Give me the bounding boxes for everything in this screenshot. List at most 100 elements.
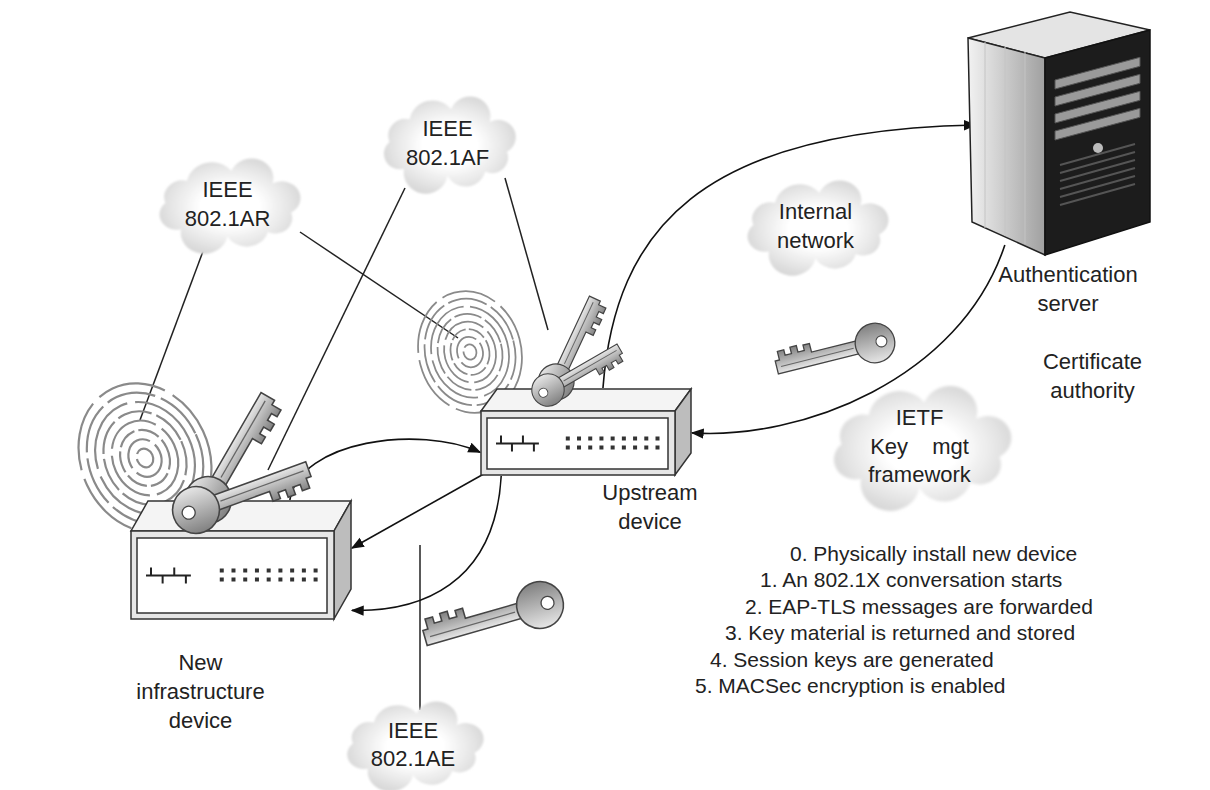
cloud-shape-path	[834, 386, 1011, 511]
cloud-label: IETF Key mgt framework	[867, 404, 973, 490]
port-dot	[622, 437, 626, 441]
side-line	[985, 42, 986, 228]
bus-tick	[522, 436, 524, 444]
fingerprint-ridge	[445, 325, 494, 379]
key-icon	[166, 447, 316, 540]
port-dot	[611, 446, 615, 450]
switch-art	[480, 388, 692, 476]
leader-line	[268, 188, 405, 470]
cloud-outline	[150, 160, 305, 250]
switch-art	[130, 500, 352, 620]
port-dot	[588, 437, 592, 441]
switch-top	[481, 389, 691, 411]
fingerprint-ridge	[122, 434, 167, 482]
key-icon	[772, 319, 899, 387]
key-icon	[176, 385, 288, 532]
port-dot	[577, 446, 581, 450]
leader-line	[419, 545, 421, 710]
cloud-outline	[338, 703, 488, 788]
side-line	[1005, 47, 1006, 236]
port-dot	[267, 569, 271, 573]
cloud-outline	[375, 98, 520, 190]
port-dot	[220, 578, 224, 582]
bus-symbol	[496, 443, 539, 445]
port-dot	[314, 578, 318, 582]
step-text: 2. EAP-TLS messages are forwarded	[745, 594, 1093, 620]
server-art	[960, 10, 1155, 260]
leader-line	[300, 232, 458, 338]
bus-tick	[500, 436, 502, 444]
bus-tick	[162, 576, 164, 584]
drive-bay	[1055, 108, 1140, 140]
cloud-outline	[738, 182, 893, 272]
cloud-label: IEEE 802.1AR	[178, 176, 278, 233]
key-icon	[526, 335, 628, 413]
step-text: 4. Session keys are generated	[710, 647, 994, 673]
connector-arrow	[352, 472, 486, 548]
port-dot	[290, 569, 294, 573]
step-text: 3. Key material is returned and stored	[725, 620, 1075, 646]
server-front	[1045, 30, 1150, 255]
leader-line	[505, 178, 548, 330]
step-text: 1. An 802.1X conversation starts	[760, 567, 1062, 593]
port-dot	[656, 446, 660, 450]
power-button	[1093, 143, 1103, 153]
cloud-shape-path	[747, 180, 888, 275]
key-icon	[532, 291, 611, 406]
port-dot	[599, 446, 603, 450]
port-dot	[267, 578, 271, 582]
port-dot	[302, 578, 306, 582]
server-label: Authentication server	[983, 260, 1153, 318]
switch-side	[334, 501, 351, 619]
connector-arrow	[352, 476, 501, 610]
vent-line	[1060, 184, 1135, 205]
network-switch: Upstream device	[480, 388, 692, 476]
fingerprint-ridge	[429, 307, 511, 398]
port-dot	[622, 446, 626, 450]
port-dot	[566, 437, 570, 441]
bus-tick	[173, 568, 175, 576]
switch-panel	[487, 418, 668, 469]
port-dot	[656, 437, 660, 441]
port-dot	[231, 569, 235, 573]
switch-panel	[137, 538, 327, 613]
bus-tick	[185, 576, 187, 584]
cloud-shape-path	[384, 96, 516, 193]
port-dot	[633, 437, 637, 441]
switch-front	[131, 531, 334, 619]
port-dot	[278, 578, 282, 582]
bus-tick	[533, 444, 535, 452]
connector-arrow	[290, 439, 480, 500]
port-dot	[231, 578, 235, 582]
device-label: Upstream device	[590, 478, 710, 536]
port-dot	[255, 578, 259, 582]
port-dot	[290, 578, 294, 582]
cloud-shape: IEEE 802.1AR	[150, 160, 305, 250]
bus-tick	[150, 568, 152, 576]
port-dot	[644, 446, 648, 450]
port-dot	[577, 437, 581, 441]
fingerprint-ridge	[134, 446, 157, 470]
connector-arrow	[603, 125, 976, 388]
fingerprint-ridge	[454, 334, 487, 370]
server-side	[968, 38, 1045, 255]
port-dot	[302, 569, 306, 573]
cloud-label: IEEE 802.1AE	[363, 717, 463, 774]
bus-symbol	[146, 575, 191, 577]
port-dot	[599, 437, 603, 441]
port-dot	[588, 446, 592, 450]
key-icon	[419, 576, 569, 660]
device-label: New infrastructure device	[118, 648, 283, 735]
cloud-label: Internal network	[761, 198, 871, 255]
fingerprint-ridge	[462, 343, 478, 361]
server-tower: Authentication server	[960, 10, 1155, 260]
step-text: 5. MACSec encryption is enabled	[695, 673, 1006, 699]
cloud-shape: Internal network	[738, 182, 893, 272]
port-dot	[220, 569, 224, 573]
port-dot	[255, 569, 259, 573]
cloud-shape: IETF Key mgt framework	[822, 388, 1017, 506]
network-switch: New infrastructure device	[130, 500, 352, 620]
switch-front	[481, 411, 675, 475]
side-line	[1025, 52, 1026, 244]
